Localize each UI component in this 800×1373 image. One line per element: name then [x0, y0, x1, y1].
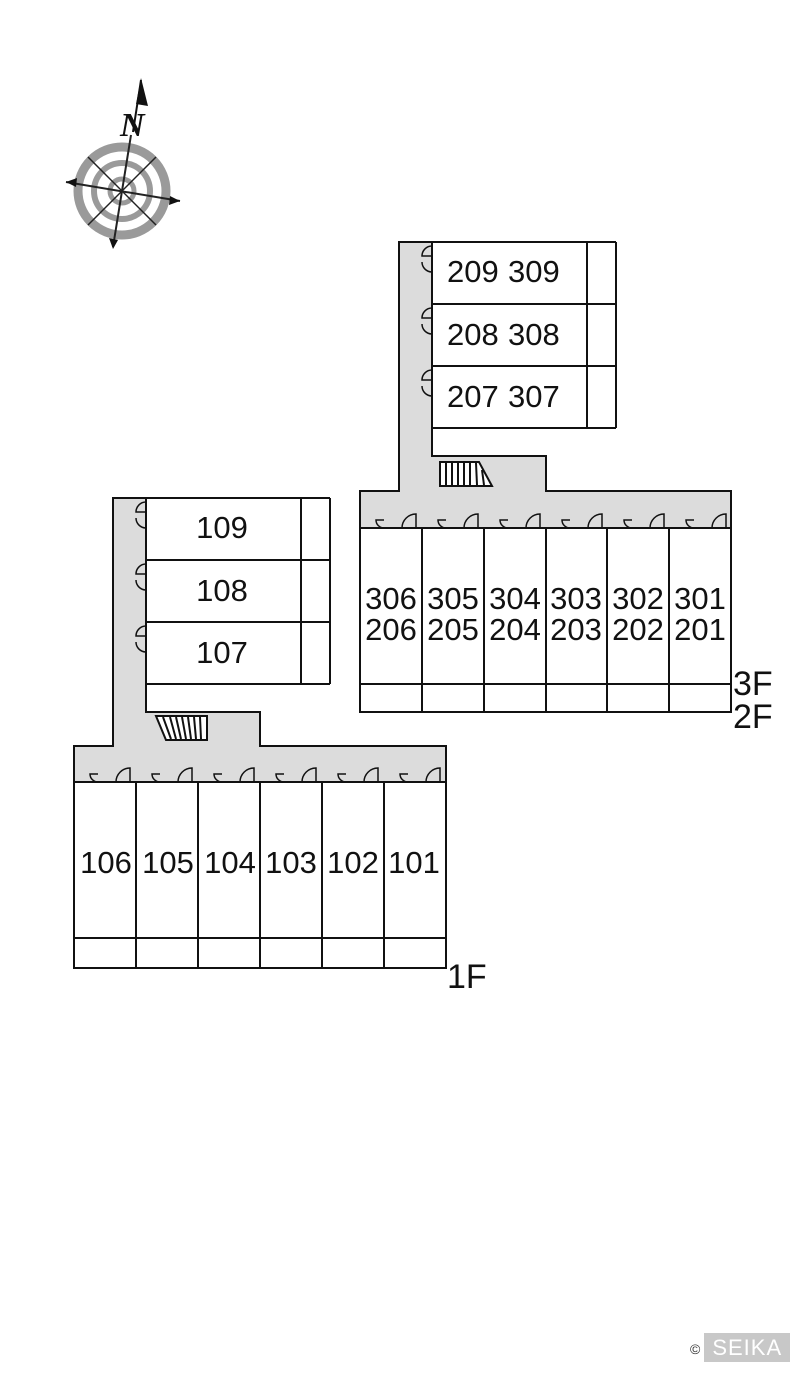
unit-103: 103 [265, 845, 317, 880]
unit-101: 101 [388, 845, 440, 880]
unit-303: 303 [550, 581, 602, 616]
unit-205: 205 [427, 612, 479, 647]
unit-104: 104 [204, 845, 256, 880]
unit-304: 304 [489, 581, 541, 616]
door-icons [89, 767, 441, 783]
unit-209: 209 [447, 254, 499, 289]
unit-106: 106 [80, 845, 132, 880]
unit-206: 206 [365, 612, 417, 647]
unit-306: 306 [365, 581, 417, 616]
unit-308: 308 [508, 317, 560, 352]
north-label: N [119, 107, 146, 144]
unit-202: 202 [612, 612, 664, 647]
unit-207: 207 [447, 379, 499, 414]
unit-102: 102 [327, 845, 379, 880]
unit-109: 109 [196, 510, 248, 545]
unit-105: 105 [142, 845, 194, 880]
door-icons [421, 245, 433, 397]
building-1: 109 108 107 106 105 104 103 102 101 1F [73, 497, 487, 996]
unit-302: 302 [612, 581, 664, 616]
door-icons [375, 513, 727, 529]
copyright-brand: SEIKA [704, 1333, 791, 1362]
compass-icon: N [65, 78, 181, 249]
floor-label-1f: 1F [447, 958, 487, 996]
unit-301: 301 [674, 581, 726, 616]
unit-203: 203 [550, 612, 602, 647]
stairs-icon [439, 461, 494, 487]
building-2: 209 309 208 308 207 307 306 206 305 205 … [359, 241, 773, 736]
unit-201: 201 [674, 612, 726, 647]
unit-208: 208 [447, 317, 499, 352]
copyright-symbol: © [690, 1341, 701, 1358]
unit-305: 305 [427, 581, 479, 616]
stairs-icon [154, 715, 208, 741]
unit-307: 307 [508, 379, 560, 414]
copyright-mark: ©SEIKA [690, 1331, 791, 1365]
door-icons [135, 501, 147, 653]
unit-204: 204 [489, 612, 541, 647]
floor-label-3f: 3F [733, 665, 773, 703]
unit-108: 108 [196, 573, 248, 608]
unit-309: 309 [508, 254, 560, 289]
unit-107: 107 [196, 635, 248, 670]
floor-label-2f: 2F [733, 698, 773, 736]
